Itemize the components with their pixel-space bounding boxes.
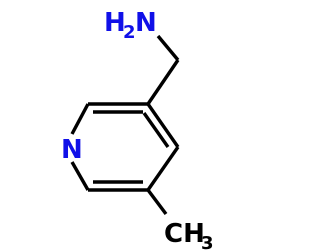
methyl-label: CH 3 [164,219,214,250]
ring-nitrogen-label: N [61,135,83,165]
molecule-structure-diagram: H 2 N N CH 3 [61,8,214,250]
amine-n: N [135,8,157,38]
bond-c2-n [70,103,90,135]
amine-sub: 2 [123,22,136,43]
amine-label: H 2 N [104,8,157,43]
bond-n-c6 [70,161,90,191]
bond-c5-c4 [146,146,180,191]
bonds [70,34,180,216]
methyl-ch: CH [164,219,205,249]
bond-ch2-ring [146,59,180,105]
amine-h: H [104,8,126,38]
bond-c4-c3-inner [142,112,170,148]
bond-c5-methyl [146,188,168,216]
bond-ch2-amine [156,34,180,62]
methyl-sub: 3 [201,233,214,250]
bond-c4-c3 [146,103,180,148]
